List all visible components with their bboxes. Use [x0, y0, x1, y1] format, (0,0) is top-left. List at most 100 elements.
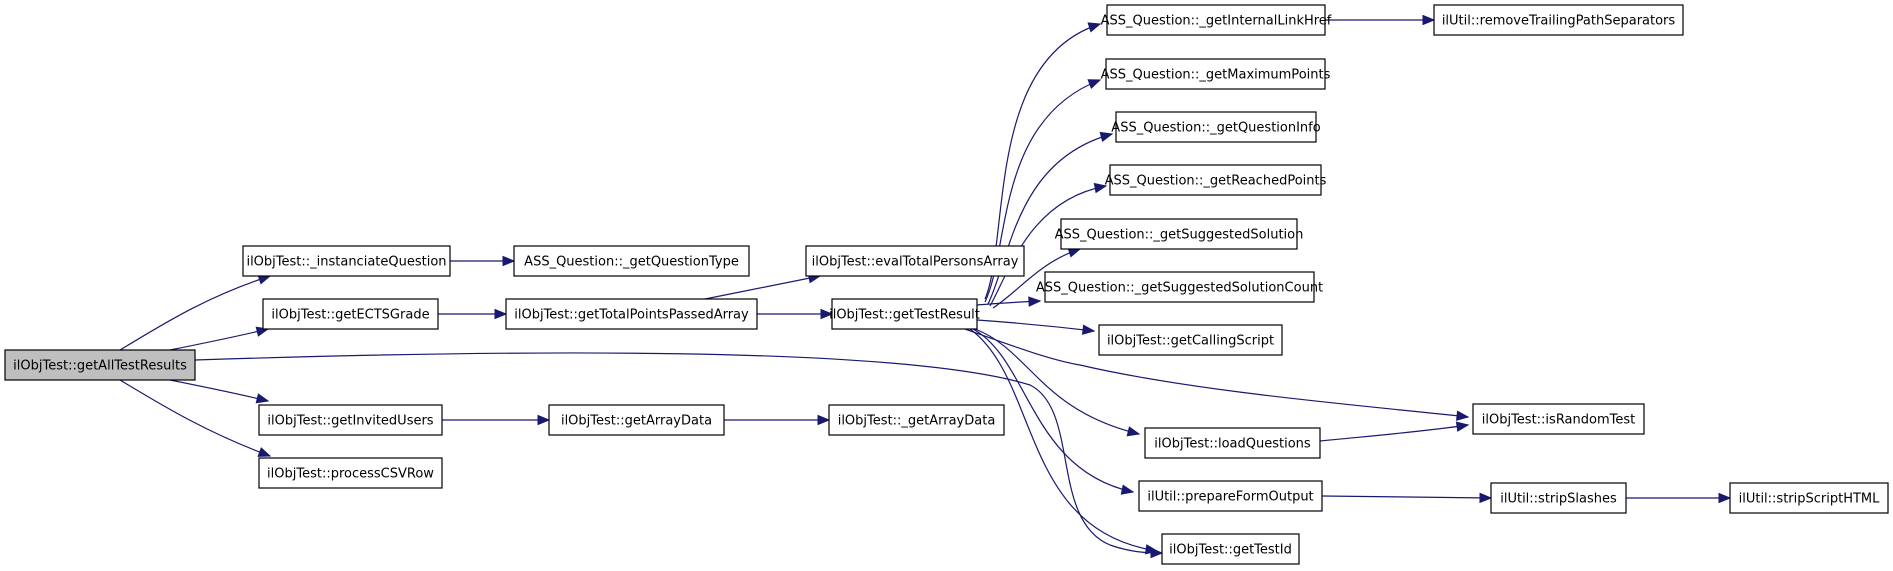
node-label: ilUtil::prepareFormOutput [1147, 490, 1313, 505]
arrowhead-icon [1126, 426, 1141, 437]
node-label: ASS_Question::_getMaximumPoints [1101, 68, 1331, 83]
node-label: ASS_Question::_getQuestionInfo [1111, 121, 1320, 136]
edge-getTestResult-to-getReachedPoints [989, 185, 1107, 307]
node-box [1490, 482, 1627, 514]
node-stripSlashes[interactable]: ilUtil::stripSlashes [1490, 482, 1627, 514]
node-box [513, 245, 750, 277]
edge-getAllTestResults-to-instanciateQuestion [119, 275, 271, 351]
node-label: ASS_Question::_getReachedPoints [1105, 174, 1327, 189]
node-label: ilObjTest::getECTSGrade [271, 308, 429, 323]
node-box [548, 404, 725, 436]
node-label: ilObjTest::_getArrayData [838, 414, 996, 429]
node-isRandomTest[interactable]: ilObjTest::isRandomTest [1472, 403, 1645, 435]
node-label: ilUtil::stripSlashes [1500, 492, 1617, 507]
node-label: ilObjTest::getInvitedUsers [267, 414, 433, 429]
node-stripScriptHTML[interactable]: ilUtil::stripScriptHTML [1729, 482, 1889, 514]
node-instanciateQuestion[interactable]: ilObjTest::_instanciateQuestion [242, 245, 451, 277]
node-box [242, 245, 451, 277]
edge-getTestResult-to-getCallingScript [976, 319, 1095, 332]
node-box [805, 245, 1025, 277]
node-box [1144, 427, 1321, 459]
node-box [1161, 533, 1300, 565]
node-box [831, 298, 978, 330]
arrowhead-icon [257, 447, 272, 457]
node-label: ilUtil::removeTrailingPathSeparators [1442, 14, 1676, 29]
arrowhead-icon [1144, 544, 1159, 555]
node-label: ilObjTest::loadQuestions [1154, 437, 1311, 452]
node-getReachedPoints[interactable]: ASS_Question::_getReachedPoints [1105, 164, 1327, 196]
node-box [828, 404, 1005, 436]
arrowhead-icon [820, 308, 834, 320]
edge-getTestResult-to-getSuggestedSolution [992, 248, 1081, 309]
node-box [1472, 403, 1645, 435]
node-getECTSGrade[interactable]: ilObjTest::getECTSGrade [262, 298, 439, 330]
node-label: ASS_Question::_getQuestionType [524, 255, 739, 270]
node-label: ilObjTest::isRandomTest [1482, 413, 1636, 428]
node-_getArrayData[interactable]: ilObjTest::_getArrayData [828, 404, 1005, 436]
node-label: ASS_Question::_getInternalLinkHref [1101, 14, 1332, 29]
edge-getTestResult-to-getTestId [969, 328, 1158, 552]
arrowhead-icon [1479, 492, 1493, 504]
arrowhead-icon [537, 414, 551, 426]
edges-layer [119, 14, 1732, 559]
node-getCallingScript[interactable]: ilObjTest::getCallingScript [1098, 324, 1283, 356]
edge-getAllTestResults-to-getECTSGrade [169, 328, 269, 351]
edge-getTestResult-to-isRandomTest [964, 328, 1469, 418]
edge-getAllTestResults-to-getInvitedUsers [169, 379, 269, 402]
node-getQuestionInfo[interactable]: ASS_Question::_getQuestionInfo [1111, 111, 1321, 143]
node-box [505, 298, 758, 330]
node-label: ilObjTest::evalTotalPersonsArray [812, 255, 1019, 270]
node-label: ilObjTest::getTotalPointsPassedArray [514, 308, 749, 323]
node-getAllTestResults[interactable]: ilObjTest::getAllTestResults [4, 349, 196, 381]
arrowhead-icon [1455, 410, 1470, 421]
node-getInternalLinkHref[interactable]: ASS_Question::_getInternalLinkHref [1101, 4, 1332, 36]
node-removeTrailingPathSeparators[interactable]: ilUtil::removeTrailingPathSeparators [1433, 4, 1684, 36]
node-box [1098, 324, 1283, 356]
node-label: ilObjTest::_instanciateQuestion [246, 255, 446, 270]
node-box [1138, 480, 1323, 512]
arrowhead-icon [494, 308, 508, 320]
node-box [1729, 482, 1889, 514]
edge-getTestResult-to-prepareFormOutput [972, 328, 1134, 493]
arrowhead-icon [1087, 22, 1102, 33]
edge-getTestResult-to-getQuestionInfo [987, 133, 1113, 305]
node-getTotalPointsPassedArray[interactable]: ilObjTest::getTotalPointsPassedArray [505, 298, 758, 330]
arrowhead-icon [1081, 324, 1096, 335]
arrowhead-icon [1455, 421, 1470, 432]
node-box [1433, 4, 1684, 36]
node-getTestResult[interactable]: ilObjTest::getTestResult [829, 298, 980, 330]
node-label: ASS_Question::_getSuggestedSolution [1055, 228, 1304, 243]
arrowhead-icon [1120, 484, 1135, 495]
arrowhead-icon [817, 414, 831, 426]
arrowhead-icon [1093, 182, 1108, 194]
node-label: ilObjTest::getTestId [1169, 543, 1292, 558]
arrowhead-icon [502, 255, 516, 267]
edge-getTestResult-to-getMaximumPoints [984, 79, 1101, 303]
node-box [258, 457, 443, 489]
node-getInvitedUsers[interactable]: ilObjTest::getInvitedUsers [258, 404, 443, 436]
node-box [262, 298, 439, 330]
arrowhead-icon [1087, 79, 1102, 89]
node-getSuggestedSolution[interactable]: ASS_Question::_getSuggestedSolution [1055, 218, 1304, 250]
node-label: ilObjTest::getCallingScript [1107, 334, 1274, 349]
arrowhead-icon [1718, 492, 1732, 504]
node-getMaximumPoints[interactable]: ASS_Question::_getMaximumPoints [1101, 58, 1331, 90]
arrowhead-icon [1422, 14, 1436, 26]
node-box [1106, 4, 1326, 36]
node-label: ilUtil::stripScriptHTML [1739, 492, 1881, 507]
node-label: ASS_Question::_getSuggestedSolutionCount [1036, 281, 1323, 296]
node-getArrayData[interactable]: ilObjTest::getArrayData [548, 404, 725, 436]
edge-prepareFormOutput-to-stripSlashes [1321, 495, 1492, 499]
node-getSuggestedSolutionCount[interactable]: ASS_Question::_getSuggestedSolutionCount [1036, 271, 1323, 303]
node-getTestId[interactable]: ilObjTest::getTestId [1161, 533, 1300, 565]
node-label: ilObjTest::getTestResult [829, 308, 980, 323]
node-processCSVRow[interactable]: ilObjTest::processCSVRow [258, 457, 443, 489]
node-evalTotalPersonsArray[interactable]: ilObjTest::evalTotalPersonsArray [805, 245, 1025, 277]
node-box [258, 404, 443, 436]
node-box [4, 349, 196, 381]
node-getQuestionType[interactable]: ASS_Question::_getQuestionType [513, 245, 750, 277]
arrowhead-icon [255, 393, 270, 404]
node-prepareFormOutput[interactable]: ilUtil::prepareFormOutput [1138, 480, 1323, 512]
node-loadQuestions[interactable]: ilObjTest::loadQuestions [1144, 427, 1321, 459]
